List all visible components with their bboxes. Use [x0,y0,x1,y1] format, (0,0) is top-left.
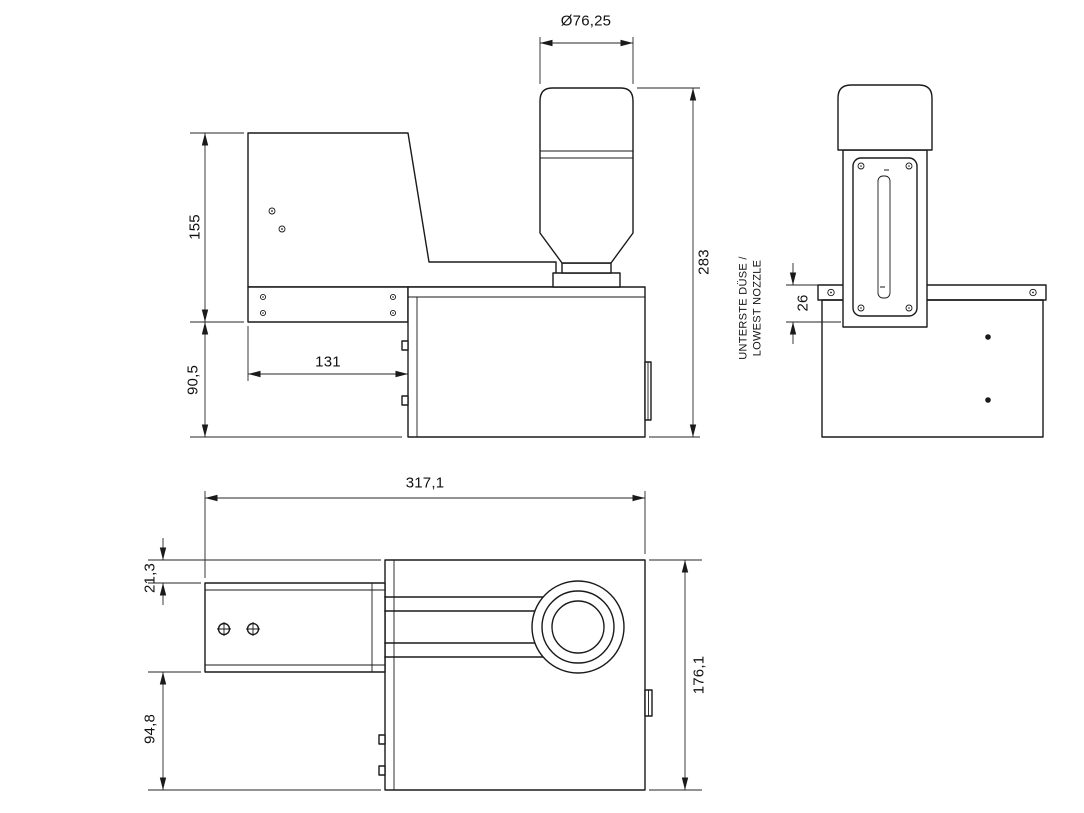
side-body-inner-lines [408,296,645,437]
screw-center-icon [392,312,394,314]
top-view [148,491,702,791]
screw-icon [259,293,267,301]
dim-label-bracket-height: 155 [186,214,204,240]
screw-cross-icon [246,622,260,636]
side-view [190,37,700,438]
top-ring-outer [531,580,625,674]
top-left-tick [378,734,386,745]
screw-center-icon [262,312,264,314]
bottle-neck [561,262,612,274]
screw-icon [389,293,397,301]
screw-center-icon [860,165,862,167]
dim-label-total-depth: 176,1 [690,655,708,695]
side-cover-outline [247,132,557,288]
dim-label-total-width: 317,1 [405,474,445,492]
screw-center-icon [860,307,862,309]
front-view-dimensions [786,263,841,344]
screw-center-icon [281,228,283,230]
screw-icon [1029,288,1037,297]
screw-center-icon [908,307,910,309]
lowest-nozzle-note-line1: UNTERSTE DÜSE / [737,256,750,360]
hole-icon [985,397,991,403]
screw-center-icon [830,291,832,294]
top-arm [204,582,386,673]
side-view-dimensions [190,37,700,438]
screw-icon [389,309,397,317]
dim-label-body-depth: 94,8 [141,714,159,744]
screw-icon [905,162,913,170]
side-left-tick [401,395,409,406]
screw-icon [905,304,913,312]
screw-center-icon [271,210,273,212]
dim-label-total-height: 283 [695,249,713,275]
top-view-dimensions [148,491,702,791]
side-left-tick [401,340,409,351]
dim-label-bracket-width: 131 [315,353,341,371]
dim-label-lowest-nozzle: 26 [794,294,812,312]
front-base-bar [817,284,1047,301]
front-view [786,84,1047,438]
top-ring-inner [551,600,605,654]
lowest-nozzle-note-line2: LOWEST NOZZLE [751,259,763,357]
screw-icon [827,288,835,297]
screw-center-icon [908,165,910,167]
side-body-box [407,286,646,438]
screw-icon [259,309,267,317]
front-nozzle-slot [877,175,891,299]
hole-icon [985,334,991,340]
screw-center-icon [1032,291,1034,294]
dim-label-body-height: 90,5 [184,365,202,395]
side-mounting-plate [247,286,409,323]
bottle-outline [539,87,634,264]
screw-center-icon [392,296,394,298]
screw-center-icon [262,296,264,298]
top-left-tick [378,765,386,776]
front-detail-marks [880,169,889,288]
lowest-nozzle-note: UNTERSTE DÜSE / LOWEST NOZZLE [737,256,765,360]
dim-label-arm-offset: 21,3 [141,563,159,593]
dim-label-bottle-diameter: Ø76,25 [560,12,612,30]
screw-cross-icon [217,622,231,636]
screw-icon [857,162,865,170]
front-nozzle-column [842,149,928,328]
screw-icon [278,225,286,233]
bottle-collar [552,272,621,288]
screw-icon [857,304,865,312]
top-ring-mid [541,590,615,664]
top-rails [384,596,561,658]
screw-icon [268,207,276,215]
front-face-plate [852,157,918,317]
top-arm-inner-lines [205,583,385,672]
front-bottle-cap [837,84,933,151]
bottle-label-lines [540,150,633,159]
